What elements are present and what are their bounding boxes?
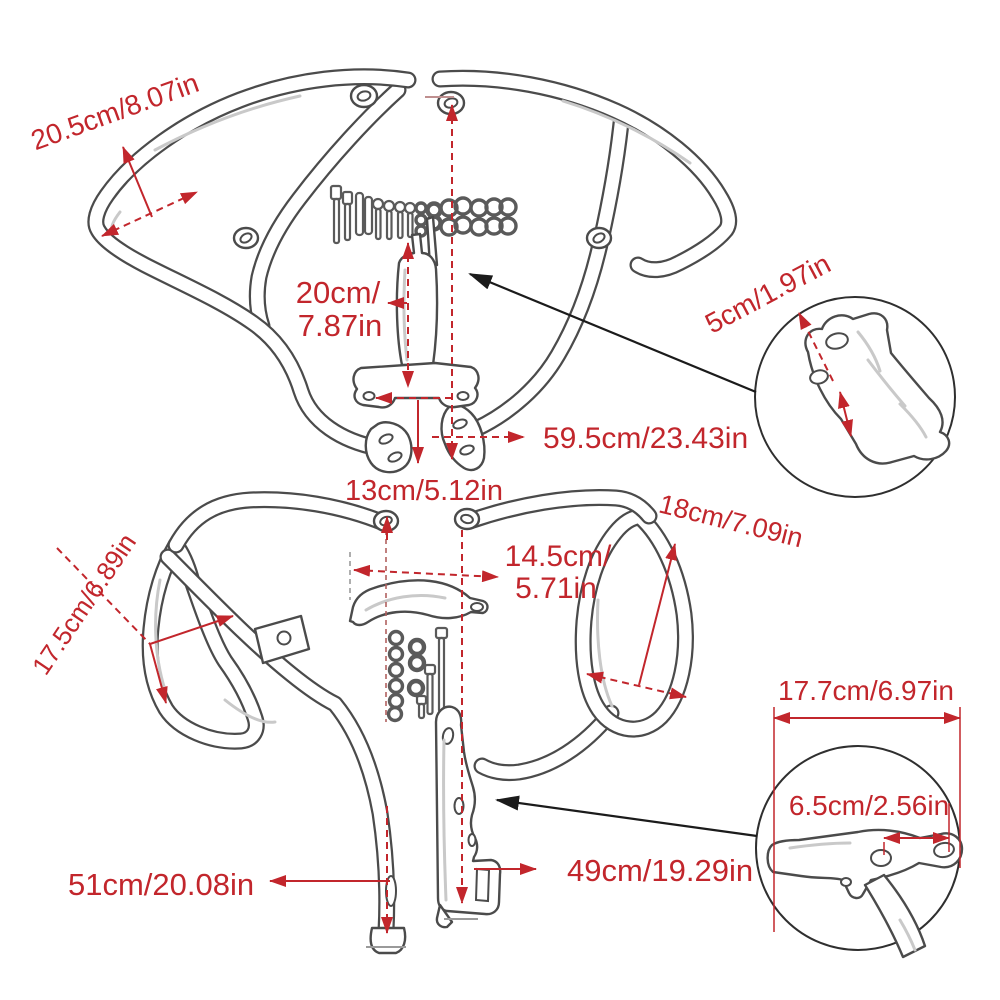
leader-to-lower-bracket xyxy=(495,795,758,838)
dim-label-bridge-line1: 14.5cm/ xyxy=(505,540,612,573)
leader-to-top-bracket xyxy=(468,272,757,394)
dimension-annotations xyxy=(56,104,961,934)
lower-right-crash-bar xyxy=(453,489,694,782)
mount-tab xyxy=(232,226,260,250)
dim-label-bridge-line2: 5.71in xyxy=(515,572,597,605)
center-bridge-bracket xyxy=(348,579,489,627)
dim-label-left-leg-51cm: 51cm/20.08in xyxy=(68,867,254,902)
leader-lines xyxy=(468,272,758,838)
detail-circle-top xyxy=(754,296,956,498)
mount-tab xyxy=(453,507,481,531)
dim-label-13cm: 13cm/5.12in xyxy=(345,475,503,507)
dim-label-detail-6-5cm: 6.5cm/2.56in xyxy=(789,790,949,821)
lower-mount-bracket xyxy=(434,705,502,929)
detail-circle-bottom xyxy=(755,745,964,959)
dim-label-upper-loop: 20.5cm/8.07in xyxy=(27,67,203,156)
mount-tab xyxy=(349,83,379,109)
mount-tab xyxy=(585,226,613,250)
crossbar-plate xyxy=(253,614,311,665)
lower-left-crash-bar xyxy=(141,491,407,955)
hardware-kit-lower xyxy=(386,626,449,723)
dim-label-bracket-height-line2: 7.87in xyxy=(298,308,382,343)
dim-label-right-leg-49cm: 49cm/19.29in xyxy=(567,853,753,888)
mount-foot xyxy=(364,421,413,474)
hardware-kit-upper xyxy=(329,184,518,245)
dim-label-detail-17-7cm: 17.7cm/6.97in xyxy=(778,675,954,706)
dim-label-17-5cm: 17.5cm/6.89in xyxy=(26,528,142,680)
dim-label-18cm: 18cm/7.09in xyxy=(656,489,806,554)
dim-label-overall-width: 59.5cm/23.43in xyxy=(543,422,748,455)
dim-label-bracket-height-line1: 20cm/ xyxy=(296,275,381,310)
